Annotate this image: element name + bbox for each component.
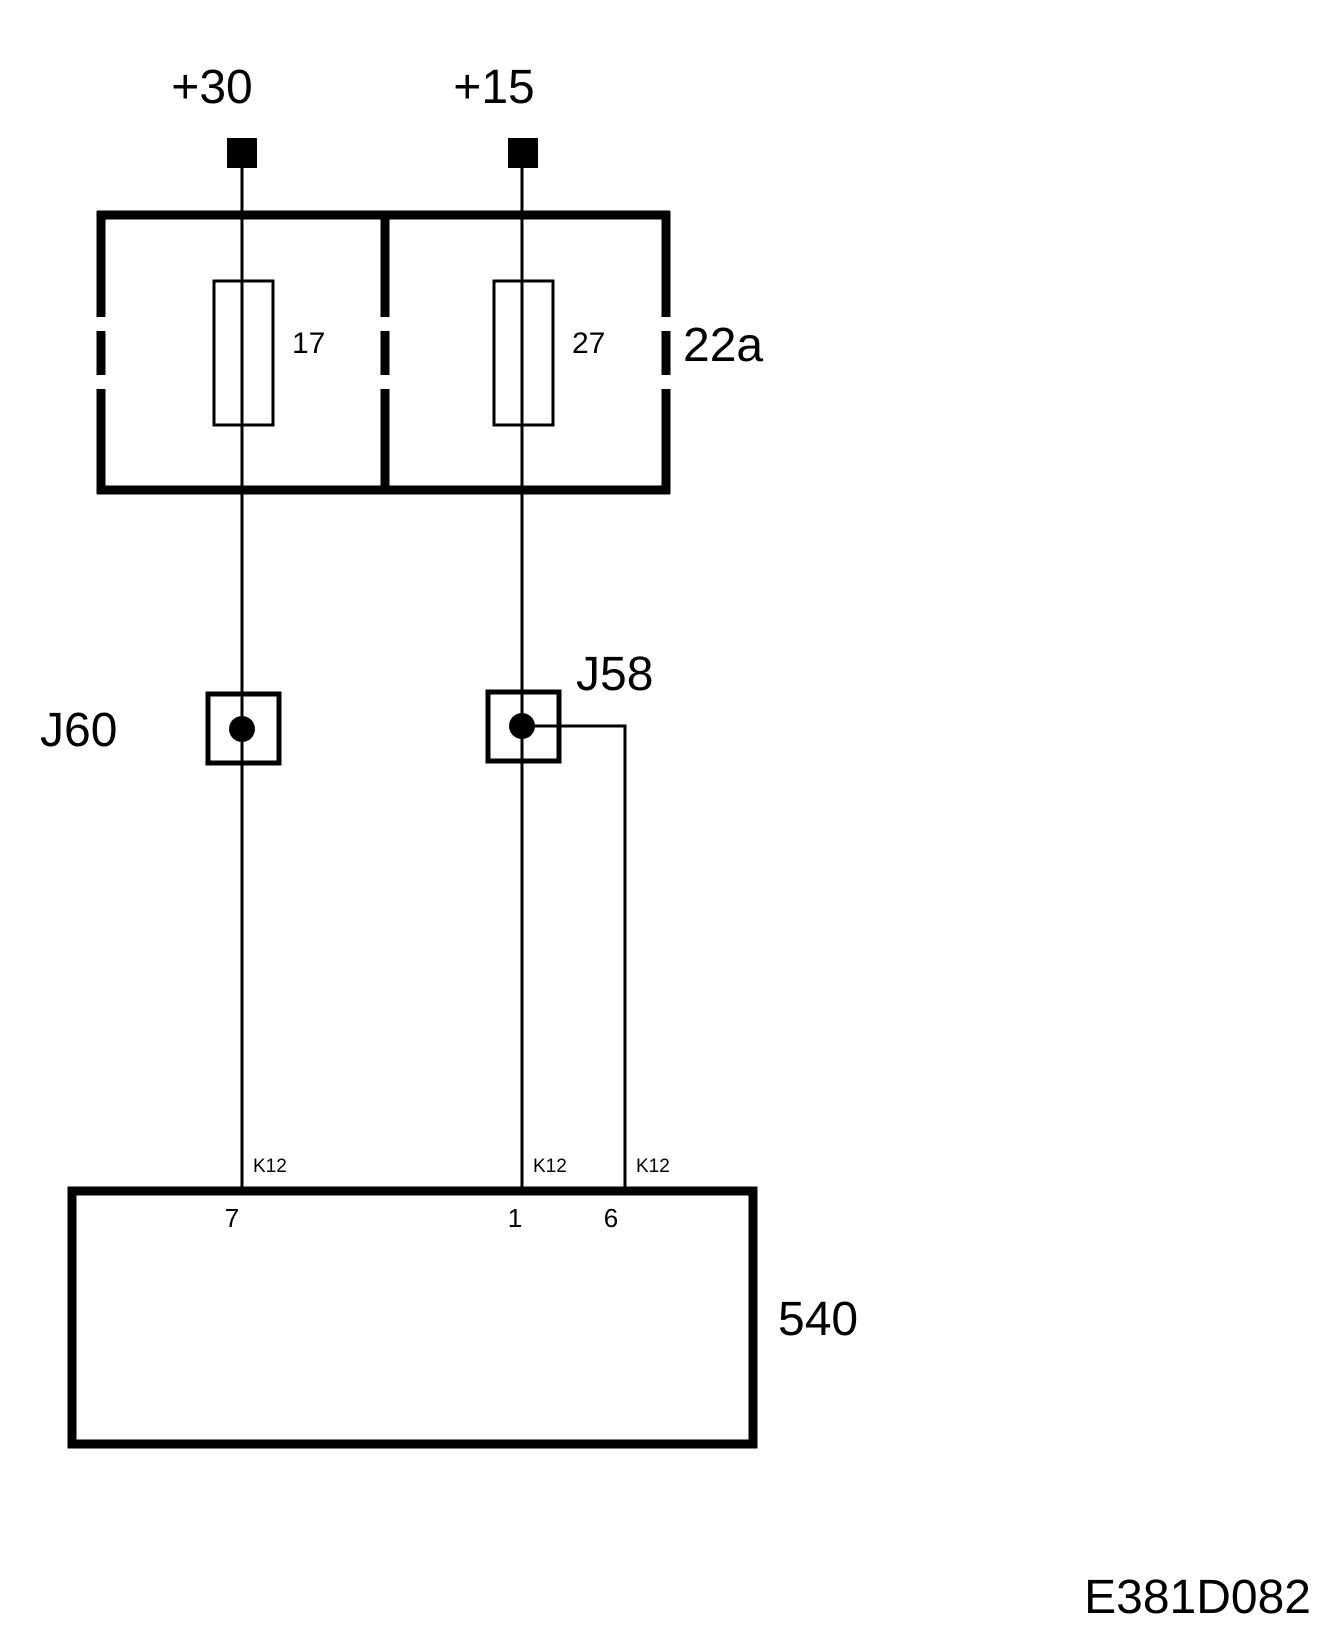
pin-7-label: 7 bbox=[225, 1203, 239, 1233]
module-label: 540 bbox=[778, 1293, 858, 1346]
terminal-30-marker bbox=[227, 138, 257, 168]
junction-j58-label: J58 bbox=[576, 648, 653, 701]
junction-j60-label: J60 bbox=[40, 704, 117, 757]
fuse-17-label: 17 bbox=[292, 327, 325, 360]
terminal-30-label: +30 bbox=[171, 61, 252, 114]
junction-j60-dot bbox=[229, 716, 255, 742]
fuse-27-label: 27 bbox=[572, 327, 605, 360]
wire-right bbox=[522, 724, 627, 1187]
fuse-17 bbox=[212, 279, 275, 427]
fuse-box bbox=[96, 210, 671, 495]
fuse-27 bbox=[492, 279, 555, 427]
module-540 bbox=[67, 1186, 758, 1449]
diagram-code: E381D082 bbox=[1084, 1571, 1311, 1624]
connector-k12-mid: K12 bbox=[533, 1156, 567, 1177]
pin-6-label: 6 bbox=[604, 1203, 618, 1233]
terminal-15-marker bbox=[508, 138, 538, 168]
fuse-box-label: 22a bbox=[683, 319, 763, 372]
junction-j58-dot bbox=[509, 713, 535, 739]
terminal-15-label: +15 bbox=[453, 61, 534, 114]
connector-k12-left: K12 bbox=[253, 1156, 287, 1177]
pin-1-label: 1 bbox=[508, 1203, 522, 1233]
connector-k12-right: K12 bbox=[636, 1156, 670, 1177]
